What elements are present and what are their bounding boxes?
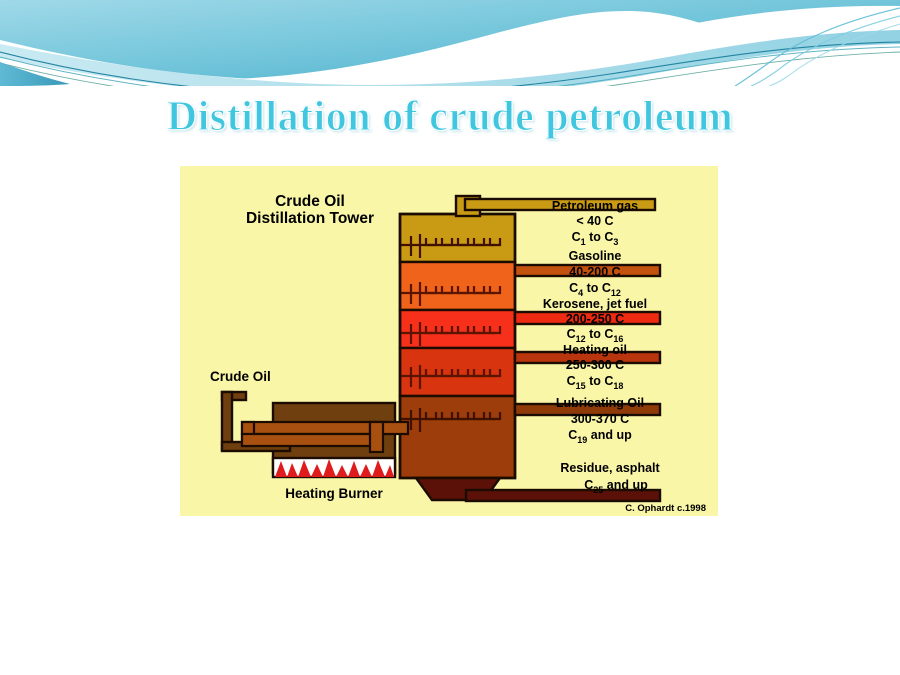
fraction-label-gasoline: Gasoline 40-200 C C4 to C12 [569,249,622,298]
figure-heading-line1: Crude Oil [275,193,345,210]
svg-text:Kerosene, jet fuel: Kerosene, jet fuel [543,297,647,311]
svg-text:40-200 C: 40-200 C [569,265,620,279]
crude-oil-inlet-label: Crude Oil [210,369,271,384]
tray-3 [401,322,502,346]
feed-riser [368,420,385,454]
svg-text:200-250 C: 200-250 C [566,312,624,326]
svg-text:C4 to C12: C4 to C12 [569,281,621,298]
figure-heading-line2: Distillation Tower [246,210,374,227]
svg-text:Petroleum gas: Petroleum gas [552,199,638,213]
gasoline-outlet-pipe [513,263,662,278]
tray-5 [401,408,502,432]
svg-text:Gasoline: Gasoline [569,249,622,263]
fraction-label-residue: Residue, asphalt C25 and up [560,461,660,495]
fraction-label-kerosene: Kerosene, jet fuel 200-250 C C12 to C16 [543,297,647,344]
burner-flames [275,459,394,477]
heating-burner-label: Heating Burner [285,486,383,501]
slide-header-decoration [0,0,900,86]
wave-right-sweep-1 [734,7,900,86]
svg-text:< 40 C: < 40 C [576,214,613,228]
figure-credit: C. Ophardt c.1998 [625,503,706,514]
wave-teal-main [0,0,900,80]
residue-funnel [413,476,662,503]
petroleum-gas-outlet [454,194,657,218]
svg-text:Residue, asphalt: Residue, asphalt [560,461,660,475]
wave-teal-lower [0,30,900,86]
fraction-label-petroleum-gas: Petroleum gas < 40 C C1 to C3 [552,199,638,247]
svg-text:C12 to C16: C12 to C16 [567,327,624,344]
distillation-diagram: Crude Oil Distillation Tower Crude Oil H… [180,166,718,516]
svg-text:C1 to C3: C1 to C3 [572,230,619,247]
svg-text:250-300 C: 250-300 C [566,358,624,372]
heating-furnace [220,390,410,479]
lubricating-oil-band [398,394,517,480]
wave-left-tail [0,62,70,86]
wave-thin-line-3 [0,51,900,86]
heating-oil-outlet-pipe [513,350,662,365]
residue-outlet-pipe [464,488,662,503]
distillation-tower [398,212,517,480]
wave-right-sweep-2 [750,15,900,86]
svg-text:C15 to C18: C15 to C18 [567,374,624,391]
svg-text:C19 and up: C19 and up [568,428,632,445]
svg-text:Lubricating Oil: Lubricating Oil [556,396,644,410]
wave-thin-line-2 [0,46,900,86]
tray-1 [401,234,502,258]
tray-2 [401,282,502,306]
wave-thin-line-1 [0,41,900,86]
page-title: Distillation of crude petroleum [166,93,734,140]
svg-text:Heating oil: Heating oil [563,343,627,357]
lubricating-oil-outlet-pipe [513,402,662,417]
fraction-label-lubricating-oil: Lubricating Oil 300-370 C C19 and up [556,396,644,445]
furnace-coil [240,420,392,448]
svg-text:300-370 C: 300-370 C [571,412,629,426]
tray-4 [401,365,502,389]
kerosene-outlet-pipe [513,310,662,326]
svg-text:C25 and up: C25 and up [584,478,648,495]
fraction-label-heating-oil: Heating oil 250-300 C C15 to C18 [563,343,627,391]
wave-right-sweep-3 [768,23,900,86]
